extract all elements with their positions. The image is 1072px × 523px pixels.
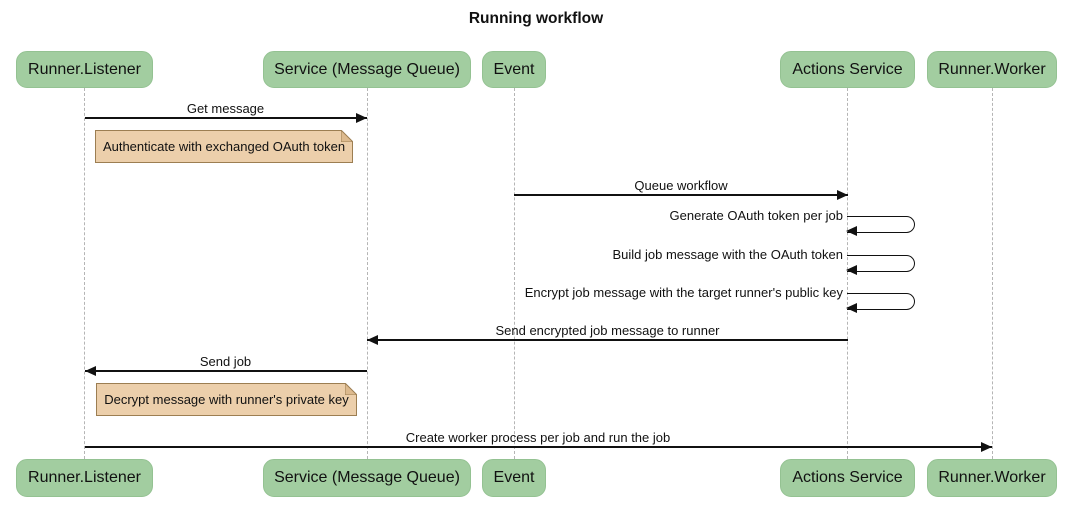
actor-top-event: Event bbox=[482, 51, 546, 88]
lifeline-event bbox=[513, 88, 515, 459]
message-label-generate-oauth: Generate OAuth token per job bbox=[669, 208, 843, 223]
actor-bottom-runner-listener: Runner.Listener bbox=[16, 459, 153, 497]
actor-top-runner-listener: Runner.Listener bbox=[16, 51, 153, 88]
message-arrow-send-job bbox=[84, 365, 367, 376]
note-label: Decrypt message with runner's private ke… bbox=[104, 392, 349, 407]
actor-bottom-actions-service: Actions Service bbox=[780, 459, 915, 497]
message-arrow-get-message bbox=[84, 112, 367, 123]
message-arrow-queue-workflow bbox=[513, 189, 848, 200]
note-decrypt: Decrypt message with runner's private ke… bbox=[96, 383, 357, 416]
lifeline-runner-worker bbox=[991, 88, 993, 459]
message-label-send-job: Send job bbox=[199, 354, 252, 369]
actor-bottom-event: Event bbox=[482, 459, 546, 497]
self-message-encrypt-job-message bbox=[846, 293, 915, 314]
arrowhead-left-icon bbox=[846, 303, 857, 314]
message-label-queue-workflow: Queue workflow bbox=[634, 178, 728, 193]
self-message-build-job-message bbox=[846, 255, 915, 276]
diagram-title: Running workflow bbox=[468, 10, 604, 27]
actor-label: Runner.Worker bbox=[938, 60, 1046, 78]
actor-top-service-message-queue: Service (Message Queue) bbox=[263, 51, 471, 88]
actor-label: Event bbox=[493, 469, 535, 486]
actor-top-actions-service: Actions Service bbox=[780, 51, 915, 88]
message-label-send-encrypted: Send encrypted job message to runner bbox=[495, 323, 720, 338]
actor-label: Actions Service bbox=[792, 469, 903, 486]
actor-label: Service (Message Queue) bbox=[274, 60, 460, 78]
note-fold-icon bbox=[345, 383, 357, 395]
actor-label: Service (Message Queue) bbox=[274, 469, 460, 486]
message-label-encrypt-job-message: Encrypt job message with the target runn… bbox=[524, 285, 843, 300]
actor-label: Runner.Worker bbox=[938, 469, 1046, 486]
arrowhead-left-icon bbox=[84, 365, 96, 376]
note-label: Authenticate with exchanged OAuth token bbox=[102, 139, 346, 154]
actor-label: Event bbox=[493, 60, 535, 78]
message-arrow-create-worker bbox=[84, 441, 992, 452]
arrowhead-right-icon bbox=[980, 441, 992, 452]
message-arrow-send-encrypted bbox=[366, 334, 848, 345]
note-authenticate: Authenticate with exchanged OAuth token bbox=[95, 130, 353, 163]
message-label-build-job-message: Build job message with the OAuth token bbox=[612, 247, 843, 262]
actor-top-runner-worker: Runner.Worker bbox=[927, 51, 1057, 88]
lifeline-runner-listener bbox=[84, 88, 85, 459]
self-message-generate-oauth bbox=[846, 216, 915, 237]
arrowhead-left-icon bbox=[846, 265, 857, 276]
message-label-get-message: Get message bbox=[186, 101, 265, 116]
actor-label: Runner.Listener bbox=[28, 60, 141, 78]
actor-label: Actions Service bbox=[792, 60, 903, 78]
actor-bottom-runner-worker: Runner.Worker bbox=[927, 459, 1057, 497]
arrowhead-right-icon bbox=[836, 189, 848, 200]
actor-bottom-service-message-queue: Service (Message Queue) bbox=[263, 459, 471, 497]
arrowhead-left-icon bbox=[846, 226, 857, 237]
arrowhead-left-icon bbox=[366, 334, 378, 345]
actor-label: Runner.Listener bbox=[28, 469, 141, 486]
lifeline-service-message-queue bbox=[366, 88, 368, 459]
message-label-create-worker: Create worker process per job and run th… bbox=[405, 430, 671, 445]
arrowhead-right-icon bbox=[356, 112, 367, 123]
note-fold-icon bbox=[341, 130, 353, 142]
